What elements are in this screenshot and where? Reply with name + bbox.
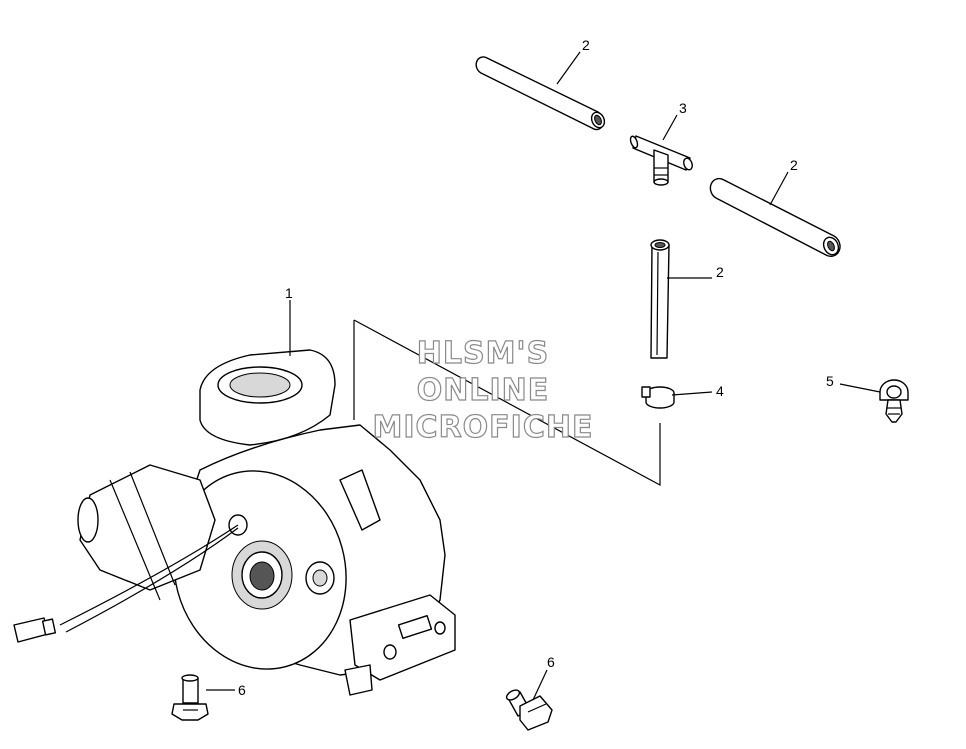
callout-2-right[interactable]: 2 (790, 157, 798, 173)
callout-3[interactable]: 3 (679, 100, 687, 116)
watermark-line-1: HLSM'S (417, 336, 549, 371)
hose-vertical[interactable] (650, 239, 670, 359)
callout-6-left[interactable]: 6 (238, 682, 246, 698)
watermark-line-3: MICROFICHE (373, 410, 594, 445)
bolt-left[interactable] (171, 674, 209, 721)
hose-right[interactable] (709, 177, 841, 258)
callout-4[interactable]: 4 (716, 383, 724, 399)
hose-top[interactable] (475, 56, 607, 131)
leader-lines (206, 51, 881, 701)
callout-1[interactable]: 1 (285, 285, 293, 301)
hose-clamp[interactable] (641, 386, 675, 409)
callout-2-vertical[interactable]: 2 (716, 264, 724, 280)
cable-tie-clip[interactable] (879, 379, 909, 423)
callout-6-right[interactable]: 6 (547, 654, 555, 670)
callout-5[interactable]: 5 (826, 373, 834, 389)
tee-fitting[interactable] (629, 135, 694, 186)
watermark-line-2: ONLINE (417, 373, 550, 408)
main-housing-assembly[interactable] (13, 349, 456, 696)
watermark: HLSM'S ONLINE MICROFICHE (372, 335, 594, 445)
callouts: 1 2 2 2 3 4 5 6 6 (238, 37, 834, 698)
callout-2-top[interactable]: 2 (582, 37, 590, 53)
bolt-right[interactable] (505, 688, 553, 731)
